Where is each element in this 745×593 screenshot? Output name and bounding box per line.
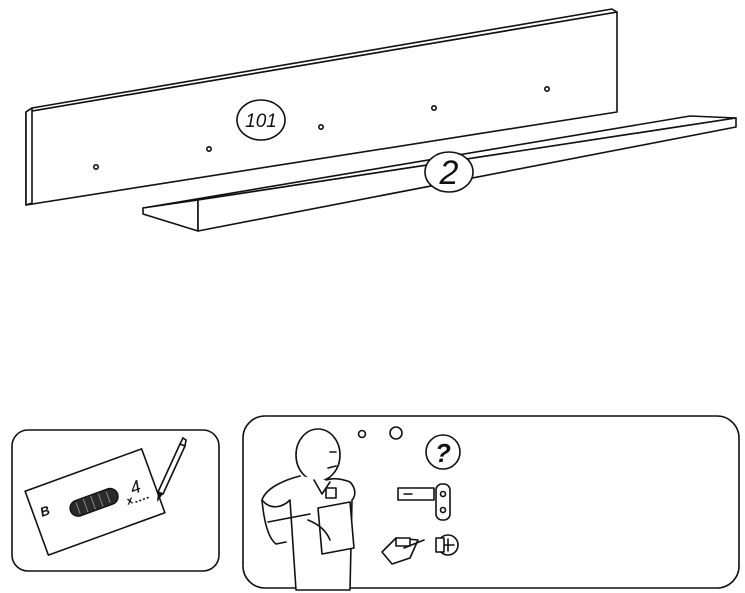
hinge-icon [397, 483, 451, 521]
panel-holes [93, 86, 550, 171]
part-label-bubble-2 [424, 151, 474, 193]
mounting-plate-icon [381, 537, 425, 565]
shelf-2: 2 [142, 115, 737, 232]
part-label-bubble-101 [236, 99, 286, 141]
cam-lock-icon [435, 534, 459, 556]
dowel-icon [69, 487, 119, 517]
hardware-count-prefix: x [124, 494, 136, 508]
confused-man-figure [261, 428, 356, 591]
part-label-2: 2 [439, 154, 459, 192]
pencil-icon [157, 437, 187, 502]
help-box: ? [242, 415, 740, 591]
thought-bubble-medium [389, 426, 403, 440]
question-mark: ? [435, 438, 451, 468]
thought-bubble-small [357, 429, 367, 439]
hardware-count-box: B x 4 [11, 429, 220, 572]
back-panel-101: 101 [25, 8, 618, 206]
question-bubble [425, 434, 461, 470]
part-label-101: 101 [245, 111, 277, 132]
